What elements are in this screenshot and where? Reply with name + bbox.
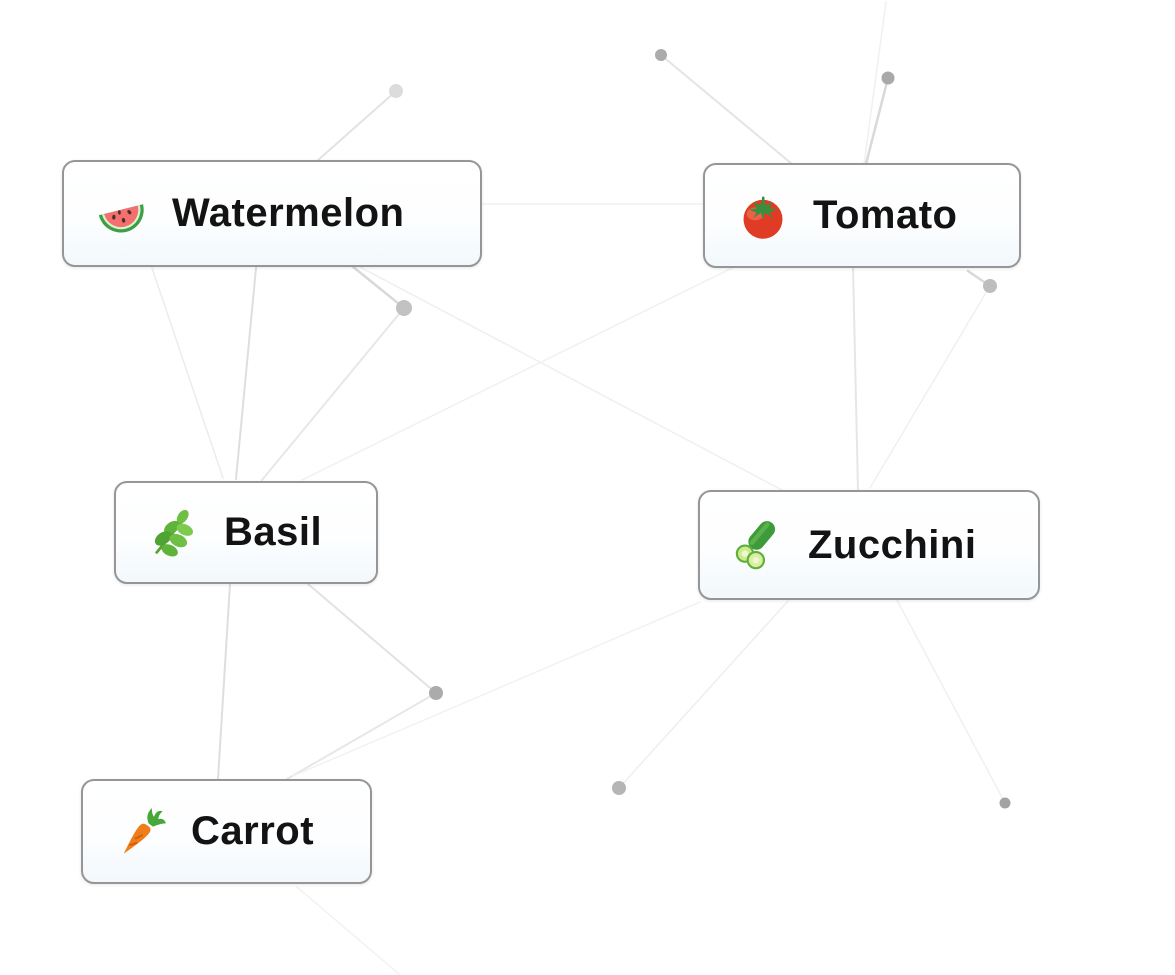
connection-edge [618, 600, 789, 789]
element-card-label: Watermelon [172, 191, 405, 235]
graph-node-dot [612, 781, 626, 795]
element-card-tomato[interactable]: Tomato [703, 163, 1021, 268]
graph-node-dot [396, 300, 412, 316]
element-card-label: Tomato [813, 193, 958, 237]
herb-emoji-icon [148, 507, 200, 559]
graph-node-dot [429, 686, 443, 700]
connection-edge [292, 601, 701, 777]
connection-edge [217, 583, 231, 780]
element-card-label: Basil [224, 510, 323, 554]
connection-edge [286, 692, 437, 780]
carrot-emoji-icon [115, 806, 167, 858]
connection-edge [261, 307, 405, 481]
connection-edge [660, 54, 793, 165]
connection-edge [359, 266, 783, 491]
element-card-carrot[interactable]: Carrot [81, 779, 372, 884]
tomato-emoji-icon [737, 190, 789, 242]
element-card-basil[interactable]: Basil [114, 481, 378, 584]
connection-edge [863, 1, 887, 165]
graph-node-dot [999, 797, 1011, 809]
element-card-label: Carrot [191, 809, 315, 853]
connection-edge [896, 599, 1006, 804]
connection-edge [350, 264, 406, 310]
connection-edge [869, 285, 991, 489]
graph-node-dot [881, 71, 895, 85]
graph-node-dot [983, 279, 997, 293]
element-card-watermelon[interactable]: Watermelon [62, 160, 482, 267]
connection-edge [301, 266, 735, 481]
element-card-label: Zucchini [808, 522, 977, 567]
element-card-zucchini[interactable]: Zucchini [698, 490, 1040, 600]
graph-node-dot [389, 84, 403, 98]
connection-edge [316, 90, 397, 162]
cucumber-emoji-icon [732, 519, 784, 571]
connection-edge [307, 583, 437, 694]
connection-edge [852, 266, 859, 491]
connection-edge [864, 76, 890, 166]
connection-edge [235, 267, 257, 480]
connection-edge [151, 267, 224, 479]
graph-node-dot [655, 49, 667, 61]
connection-edge [296, 886, 401, 975]
watermelon-emoji-icon [96, 188, 148, 240]
